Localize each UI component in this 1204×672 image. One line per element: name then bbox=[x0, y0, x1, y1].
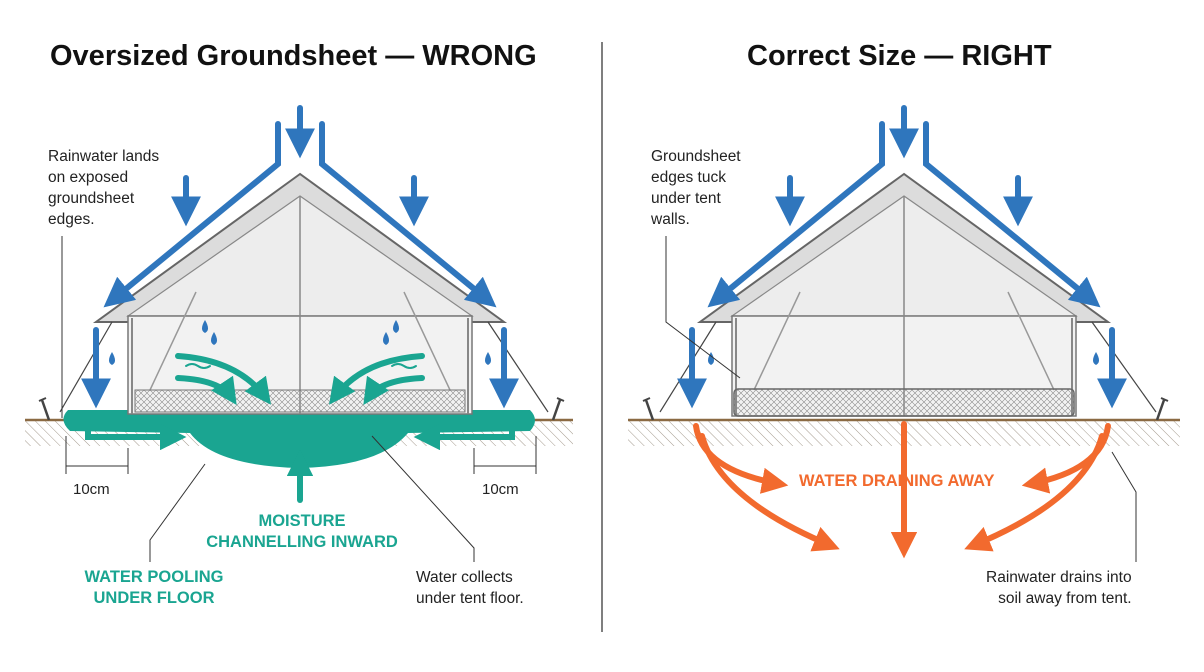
note-water-collects: Water collects under tent floor. bbox=[416, 567, 524, 609]
dimension-marker bbox=[473, 436, 537, 474]
note-line: under tent floor. bbox=[416, 590, 524, 607]
teal-flow-arrow-icon bbox=[85, 353, 515, 503]
label-water-pooling: WATER POOLING UNDER FLOOR bbox=[64, 567, 244, 609]
note-line: edges. bbox=[48, 211, 95, 228]
tent-stake-icon bbox=[642, 397, 655, 421]
note-line: under tent bbox=[651, 190, 721, 207]
note-line: Water collects bbox=[416, 569, 513, 586]
label-moisture-channelling: MOISTURE CHANNELLING INWARD bbox=[182, 511, 422, 553]
label-line: MOISTURE bbox=[258, 512, 346, 530]
left-panel-diagram bbox=[25, 105, 573, 562]
note-line: Rainwater lands bbox=[48, 148, 160, 165]
dimension-label-left: 10cm bbox=[73, 481, 110, 498]
rain-arrow-icon bbox=[81, 105, 519, 409]
tent-left bbox=[59, 172, 549, 415]
leader-line bbox=[371, 435, 475, 562]
left-panel-title: Oversized Groundsheet — WRONG bbox=[50, 40, 537, 72]
leader-line bbox=[665, 236, 741, 379]
water-drop-icon bbox=[109, 320, 491, 365]
tent-stake-icon bbox=[551, 397, 565, 421]
leader-line bbox=[1111, 451, 1137, 562]
leader-line bbox=[149, 463, 206, 562]
dimension-marker bbox=[65, 436, 129, 474]
note-line: on exposed bbox=[48, 169, 129, 186]
tent-right bbox=[659, 172, 1157, 417]
note-line: edges tuck bbox=[651, 169, 726, 186]
tent-stake-icon bbox=[38, 397, 51, 421]
note-rainwater-lands: Rainwater lands on exposed groundsheet e… bbox=[48, 146, 159, 230]
note-line: soil away from tent. bbox=[998, 590, 1132, 607]
label-water-draining-away: WATER DRAINING AWAY bbox=[799, 472, 995, 490]
note-groundsheet-tuck: Groundsheet edges tuck under tent walls. bbox=[651, 146, 741, 230]
label-line: CHANNELLING INWARD bbox=[206, 533, 398, 551]
tent-stake-icon bbox=[1155, 397, 1169, 421]
note-line: walls. bbox=[651, 211, 690, 228]
note-line: groundsheet bbox=[48, 190, 135, 207]
dimension-label-right: 10cm bbox=[482, 481, 519, 498]
drain-arrow-icon bbox=[693, 421, 1111, 559]
right-panel-diagram bbox=[628, 105, 1180, 562]
right-panel-title: Correct Size — RIGHT bbox=[747, 40, 1052, 72]
label-line: WATER POOLING bbox=[84, 568, 224, 586]
note-line: Rainwater drains into bbox=[986, 569, 1132, 586]
label-line: UNDER FLOOR bbox=[93, 589, 215, 607]
note-rainwater-drains: Rainwater drains into soil away from ten… bbox=[986, 567, 1132, 609]
note-line: Groundsheet bbox=[651, 148, 741, 165]
